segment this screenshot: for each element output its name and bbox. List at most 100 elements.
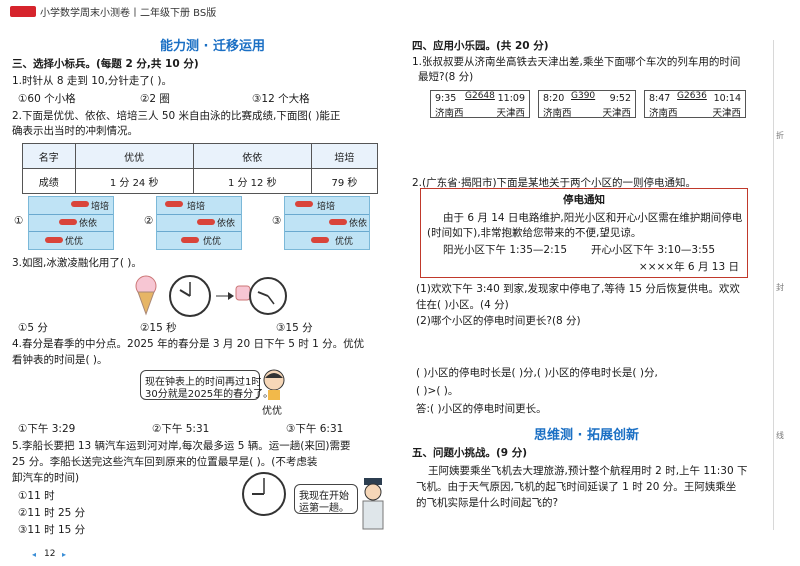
table-cell: 优优 xyxy=(74,143,194,169)
q3-3-option-c: ③15 分 xyxy=(276,322,313,334)
q4-2-sub1-line2: 住在( )小区。(4 分) xyxy=(416,299,509,311)
q5-line3: 的飞机实际是什么时间起飞的? xyxy=(416,497,559,509)
notice-happy-time: 开心小区下午 3:10—3:55 xyxy=(591,244,715,256)
q3-5-option-a: ①11 时 xyxy=(18,490,55,502)
q3-1-text: 1.时针从 8 走到 10,分针走了( )。 xyxy=(12,75,172,87)
side-mark: 折 xyxy=(776,131,784,140)
pool-label-3: ③ xyxy=(272,215,282,227)
table-row: 成绩 1 分 24 秒 1 分 12 秒 79 秒 xyxy=(22,168,379,194)
pool-label-2: ② xyxy=(144,215,154,227)
bubble-line1: 现在钟表上的时间再过1时 xyxy=(145,377,262,388)
table-cell: 1 分 24 秒 xyxy=(74,168,194,194)
pool-image-1: 培培 依依 优优 xyxy=(28,196,114,250)
arrow-right-icon xyxy=(216,292,234,300)
train-ticket-1: 9:35 G2648 11:09 济南西 天津西 xyxy=(430,90,530,119)
q3-4-line2: 看钟表的时间是( )。 xyxy=(12,354,108,366)
ticket-from: 济南西 xyxy=(435,108,464,119)
pool-name: 优优 xyxy=(65,237,84,247)
pool-name: 优优 xyxy=(335,237,354,247)
q4-2-answer: 答:( )小区的停电时间更长。 xyxy=(416,403,547,415)
pool-label-1: ① xyxy=(14,215,24,227)
pool-image-3: 培培 依依 优优 xyxy=(284,196,370,250)
ticket-dep: 9:35 xyxy=(435,93,457,104)
pool-name: 依依 xyxy=(349,219,368,229)
q3-5-option-c: ③11 时 15 分 xyxy=(18,524,86,536)
next-page-icon: ▸ xyxy=(62,550,67,559)
pool-name: 依依 xyxy=(217,219,236,229)
pool-name: 依依 xyxy=(79,219,98,229)
ticket-to: 天津西 xyxy=(602,108,631,119)
q3-1-option-a: ①60 个小格 xyxy=(18,93,76,105)
pool-name: 培培 xyxy=(317,202,336,212)
swim-results-table: 名字 优优 依依 培培 成绩 1 分 24 秒 1 分 12 秒 79 秒 xyxy=(22,143,379,194)
notice-line2: (时间如下),非常抱歉给您带来的不便,望见谅。 xyxy=(427,227,642,239)
table-row: 名字 优优 依依 培培 xyxy=(22,143,379,169)
q5-line2: 飞机。由于天气原因,飞机的起飞时间延误了 1 时 20 分。王阿姨乘坐 xyxy=(416,481,737,493)
notice-line1: 由于 6 月 14 日电路维护,阳光小区和开心小区需在维护期间停电 xyxy=(443,212,743,224)
pool-image-2: 培培 依依 优优 xyxy=(156,196,242,250)
notice-sunshine-time: 阳光小区下午 1:35—2:15 xyxy=(443,244,567,256)
q3-3-option-a: ①5 分 xyxy=(18,322,48,334)
ticket-arr: 9:52 xyxy=(609,93,631,104)
right-section-title: 思维测 · 拓展创新 xyxy=(534,428,639,443)
binding-line xyxy=(773,40,774,530)
melted-ice-cream-icon xyxy=(235,285,251,301)
bubble-line1: 我现在开始 xyxy=(299,491,349,502)
q4-2-fill1: ( )小区的停电时长是( )分,( )小区的停电时长是( )分, xyxy=(416,367,658,379)
q3-3-option-b: ②15 秒 xyxy=(140,322,177,334)
page-number: 12 xyxy=(44,549,56,559)
train-ticket-2: 8:20 G390 9:52 济南西 天津西 xyxy=(538,90,636,119)
ticket-arr: 10:14 xyxy=(713,93,741,104)
ticket-code: G2648 xyxy=(465,91,495,101)
q4-2-sub2: (2)哪个小区的停电时间更长?(8 分) xyxy=(416,315,581,327)
q3-title: 三、选择小标兵。(每题 2 分,共 10 分) xyxy=(12,58,199,70)
q3-4-line1: 4.春分是春季的中分点。2025 年的春分是 3 月 20 日下午 5 时 1 … xyxy=(12,338,365,350)
bubble-line2: 30分就是2025年的春分了。 xyxy=(145,389,274,400)
side-mark: 线 xyxy=(776,431,784,440)
left-section-title: 能力测 · 迁移运用 xyxy=(160,39,265,54)
ticket-code: G390 xyxy=(571,91,596,101)
girl-avatar-icon xyxy=(263,369,285,400)
header-badge xyxy=(10,6,36,17)
speech-bubble: 现在钟表上的时间再过1时 30分就是2025年的春分了。 xyxy=(140,370,273,400)
q3-4-option-a: ①下午 3:29 xyxy=(18,423,76,435)
pool-name: 培培 xyxy=(91,202,110,212)
pool-name: 优优 xyxy=(203,237,222,247)
side-mark: 封 xyxy=(776,283,784,292)
girl-name: 优优 xyxy=(262,406,282,417)
q4-1-line2: 最短?(8 分) xyxy=(418,71,474,83)
q3-2-line2: 确表示出当时的冲刺情况。 xyxy=(12,125,138,137)
ticket-to: 天津西 xyxy=(712,108,741,119)
ticket-dep: 8:20 xyxy=(543,93,565,104)
bubble-line2: 运第一趟。 xyxy=(299,503,349,514)
table-cell: 依依 xyxy=(192,143,312,169)
pool-name: 培培 xyxy=(187,202,206,212)
ticket-dep: 8:47 xyxy=(649,93,671,104)
speech-bubble: 我现在开始 运第一趟。 xyxy=(294,484,358,514)
power-outage-notice: 停电通知 由于 6 月 14 日电路维护,阳光小区和开心小区需在维护期间停电 (… xyxy=(420,188,748,278)
q3-4-option-b: ②下午 5:31 xyxy=(152,423,210,435)
notice-title: 停电通知 xyxy=(563,194,605,206)
ice-cream-icon xyxy=(135,275,157,316)
q4-2-sub1-line1: (1)欢欢下午 3:40 到家,发现家中停电了,等待 15 分后恢复供电。欢欢 xyxy=(416,283,740,295)
q4-1-line1: 1.张叔叔要从济南坐高铁去天津出差,乘坐下面哪个车次的列车用的时间 xyxy=(412,56,741,68)
q4-title: 四、应用小乐园。(共 20 分) xyxy=(412,40,549,52)
header-title: 小学数学周末小测卷丨二年级下册 BS版 xyxy=(40,8,217,19)
table-cell: 79 秒 xyxy=(310,168,379,194)
q3-5-line1: 5.李船长要把 13 辆汽车运到河对岸,每次最多运 5 辆。运一趟(来回)需要 xyxy=(12,440,351,452)
q3-4-option-c: ③下午 6:31 xyxy=(286,423,344,435)
q3-5-line3: 卸汽车的时间) xyxy=(12,472,80,484)
table-cell: 成绩 xyxy=(22,168,76,194)
ticket-arr: 11:09 xyxy=(497,93,525,104)
table-cell: 培培 xyxy=(310,143,379,169)
clock-icon xyxy=(169,275,211,317)
q3-1-option-b: ②2 圈 xyxy=(140,93,170,105)
clock-icon xyxy=(242,472,286,516)
train-ticket-3: 8:47 G2636 10:14 济南西 天津西 xyxy=(644,90,746,119)
q4-2-title: 2.(广东省·揭阳市)下面是某地关于两个小区的一则停电通知。 xyxy=(412,177,697,189)
q3-5-line2: 25 分。李船长送完这些汽车回到原来的位置最早是( )。(不考虑装 xyxy=(12,456,318,468)
q4-2-fill2: ( )>( )。 xyxy=(416,385,459,397)
table-cell: 名字 xyxy=(22,143,76,169)
clock-icon xyxy=(249,277,287,315)
ticket-from: 济南西 xyxy=(543,108,572,119)
